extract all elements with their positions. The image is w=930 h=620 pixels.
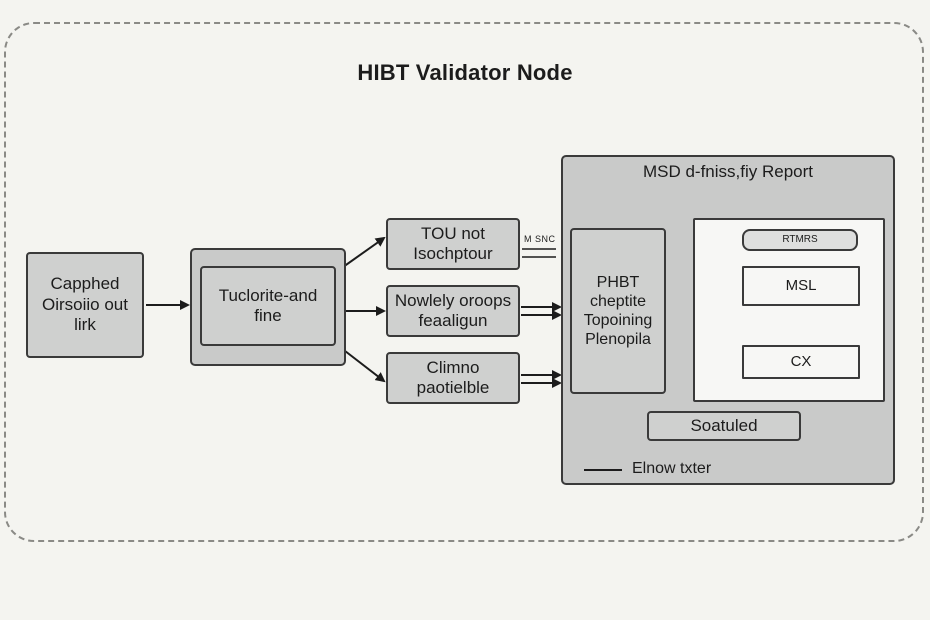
chip-msl: MSL [742,266,860,306]
output-node-mid: Nowlely oroops feaaligun [386,285,520,337]
report-left-line-2: cheptite [589,292,647,310]
chip-rtmrs: RTMRS [742,229,858,251]
report-title: MSD d-fniss,fiy Report [642,162,814,181]
report-left-line-3: Topoining [583,312,653,329]
process-node-line-1: Tuclorite-and [218,285,318,305]
output-node-bot: Climno paotielble [386,352,520,404]
report-left-line-1: PHBT [596,273,640,291]
input-node-line-2: Oirsoiio out [42,294,128,314]
legend-line [584,469,622,471]
process-node: Tuclorite-and fine [200,266,336,346]
report-left-panel: PHBT cheptite Topoining Plenopila [570,228,666,394]
status-box: Soatuled [647,411,801,441]
output-bot-line-2: paotielble [416,378,490,397]
chip-msl-label: MSL [785,277,817,294]
chip-rtmrs-label: RTMRS [782,234,818,245]
legend-label: Elnow txter [632,460,712,477]
dashed-frame [4,22,924,542]
output-mid-line-1: Nowlely oroops [394,290,512,310]
chip-cx-label: CX [790,353,812,370]
report-left-line-4: Plenopila [585,331,651,349]
output-node-top: TOU not Isochptour [386,218,520,270]
diagram-title: HIBT Validator Node [357,60,573,85]
input-node-line-3: lirk [74,315,96,335]
output-bot-line-1: Climno [426,357,480,377]
output-mid-line-2: feaaligun [418,311,488,330]
input-node-line-1: Capphed [50,274,120,294]
tag-label: M SNC [524,234,556,244]
chip-cx: CX [742,345,860,379]
process-node-line-2: fine [254,306,282,325]
input-node: Capphed Oirsoiio out lirk [26,252,144,358]
output-top-line-2: Isochptour [413,244,493,263]
output-top-line-1: TOU not [421,223,485,243]
status-label: Soatuled [690,415,758,435]
